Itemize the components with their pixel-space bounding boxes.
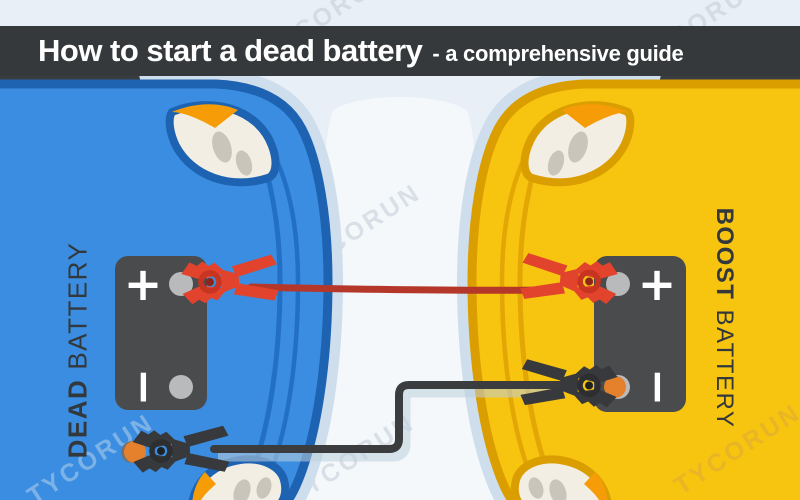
boost-battery-plus-symbol: +: [638, 257, 677, 311]
dead-battery: + −: [115, 256, 207, 410]
boost-battery-positive-terminal: [606, 272, 630, 296]
dead-battery-positive-terminal: [169, 272, 193, 296]
dead-car-headlight-top: [165, 101, 280, 187]
black-clamp-boost-negative: [520, 359, 627, 408]
red-clamp-dead-positive: [181, 254, 279, 305]
red-jumper-cable: [247, 283, 552, 294]
dead-battery-minus-symbol: −: [118, 368, 172, 407]
boost-battery: + −: [594, 256, 686, 412]
dead-battery-label-bold: DEAD: [62, 378, 93, 459]
boost-battery-label-bold: BOOST: [711, 207, 738, 301]
dead-battery-label: DEAD BATTERY: [63, 242, 94, 459]
black-clamp-dead-ground: [123, 425, 230, 473]
dead-battery-negative-terminal: [169, 375, 193, 399]
boost-battery-label: BOOST BATTERY: [710, 208, 738, 429]
page-title: How to start a dead battery: [38, 33, 423, 68]
page-subtitle: - a comprehensive guide: [432, 41, 684, 66]
boost-battery-label-rest: BATTERY: [711, 309, 738, 429]
ground-highlight: [300, 97, 500, 500]
boost-battery-minus-symbol: −: [632, 368, 686, 407]
dead-battery-label-rest: BATTERY: [62, 241, 93, 370]
black-jumper-cable: [210, 381, 564, 453]
red-clamp-boost-positive: [520, 253, 618, 305]
title-bar: How to start a dead battery - a comprehe…: [0, 26, 800, 76]
dead-battery-plus-symbol: +: [124, 257, 163, 311]
boost-car-headlight-bottom: [510, 455, 612, 500]
boost-car-headlight-top: [520, 101, 635, 187]
